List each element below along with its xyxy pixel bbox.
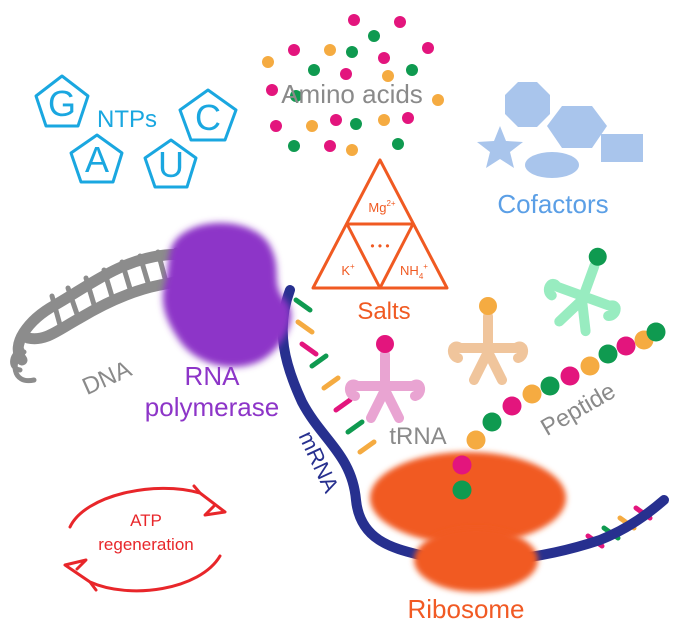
ribosome-icon (370, 452, 566, 592)
amino-acid-dot (262, 56, 274, 68)
atp-label-2: regeneration (98, 535, 193, 554)
ntps-group (34, 74, 238, 189)
peptide-residue-dot (616, 336, 636, 356)
trna-amino-acid-dot (376, 335, 394, 353)
amino-acid-dot (392, 138, 404, 150)
peptide-residue-dot (452, 480, 472, 500)
mrna-strand (277, 285, 669, 567)
rectangle-icon (601, 134, 643, 162)
codon-tick (299, 341, 319, 357)
codon-tick (357, 439, 377, 455)
salt-mg: Mg2+ (368, 199, 396, 215)
amino-acid-dot (368, 30, 380, 42)
cofactors-label: Cofactors (497, 189, 608, 219)
codon-tick (309, 353, 329, 369)
amino-acid-dot (350, 118, 362, 130)
salt-dots: • • • (370, 239, 389, 253)
salt-nh4: NH4+ (400, 262, 428, 281)
dna-label: DNA (78, 356, 135, 401)
ntps-label: NTPs (97, 106, 157, 133)
peptide-residue-dot (540, 376, 560, 396)
peptide-residue-dot (522, 384, 542, 404)
amino-acid-dot (382, 70, 394, 82)
trna-pink-icon (345, 335, 425, 423)
codon-tick (321, 375, 341, 391)
salts-triangle (311, 158, 449, 290)
trna-group (345, 247, 621, 423)
star-icon (477, 126, 523, 168)
octagon-icon (505, 82, 550, 127)
trna-amino-acid-dot (479, 297, 497, 315)
ntp-letter-g: G (48, 83, 76, 124)
salt-k: K+ (341, 262, 355, 278)
amino-acid-dot (346, 46, 358, 58)
rna-polymerase-label-2: polymerase (145, 392, 279, 422)
amino-acid-dot (290, 90, 302, 102)
trna-green-icon (543, 247, 621, 337)
amino-acid-dot (306, 120, 318, 132)
amino-acid-dot (330, 114, 342, 126)
amino-acid-dot (324, 44, 336, 56)
ellipse-icon (525, 152, 579, 178)
amino-acid-dot (406, 64, 418, 76)
peptide-residue-dot (502, 396, 522, 416)
amino-acid-dot (394, 16, 406, 28)
amino-acid-dots (262, 14, 444, 156)
amino-acid-dot (288, 44, 300, 56)
trna-tan-icon (448, 297, 528, 385)
ntp-letter-a: A (85, 139, 109, 180)
amino-acid-dot (378, 52, 390, 64)
pentagon-c-icon (178, 88, 238, 142)
amino-acid-dot (432, 94, 444, 106)
pentagon-a-icon (69, 133, 124, 184)
amino-acid-dot (266, 84, 278, 96)
codon-tick (345, 419, 365, 435)
amino-acid-dot (348, 14, 360, 26)
salts-label: Salts (357, 298, 410, 325)
peptide-residue-dot (466, 430, 486, 450)
ntp-letter-u: U (158, 144, 184, 185)
amino-acid-dot (402, 112, 414, 124)
amino-acid-dot (340, 68, 352, 80)
ribosome-label: Ribosome (407, 594, 524, 624)
trna-amino-acid-dot (588, 247, 607, 266)
peptide-residue-dot (580, 356, 600, 376)
amino-acid-dot (378, 114, 390, 126)
peptide-residue-dot (560, 366, 580, 386)
amino-acid-dot (270, 120, 282, 132)
atp-cycle-arrows-icon (63, 484, 227, 593)
amino-acid-dot (346, 144, 358, 156)
trna-body-icon (448, 311, 528, 385)
amino-acid-dot (324, 140, 336, 152)
trna-label: tRNA (389, 423, 446, 450)
amino-acid-dot (422, 42, 434, 54)
codon-tick (333, 397, 353, 413)
hexagon-icon (547, 106, 607, 148)
amino-acid-dot (308, 64, 320, 76)
mrna-label: mRNA (294, 427, 344, 497)
amino-acids-label: Amino acids (281, 79, 423, 109)
rna-polymerase-icon (162, 222, 292, 367)
pentagon-u-icon (143, 138, 198, 189)
peptide-residue-dot (482, 412, 502, 432)
codon-tick (295, 319, 315, 335)
cofactor-shapes (477, 82, 643, 178)
codon-tick (293, 297, 313, 313)
rna-polymerase-label-1: RNA (185, 361, 241, 391)
trna-body-icon (543, 261, 621, 337)
peptide-residue-dot (452, 455, 472, 475)
peptide-residue-dot (646, 322, 666, 342)
pentagon-g-icon (34, 74, 90, 128)
peptide-residue-dot (598, 344, 618, 364)
peptide-chain (452, 322, 666, 500)
ntp-letter-c: C (195, 97, 221, 138)
atp-label-1: ATP (130, 511, 162, 530)
trna-body-icon (345, 349, 425, 423)
amino-acid-dot (288, 140, 300, 152)
